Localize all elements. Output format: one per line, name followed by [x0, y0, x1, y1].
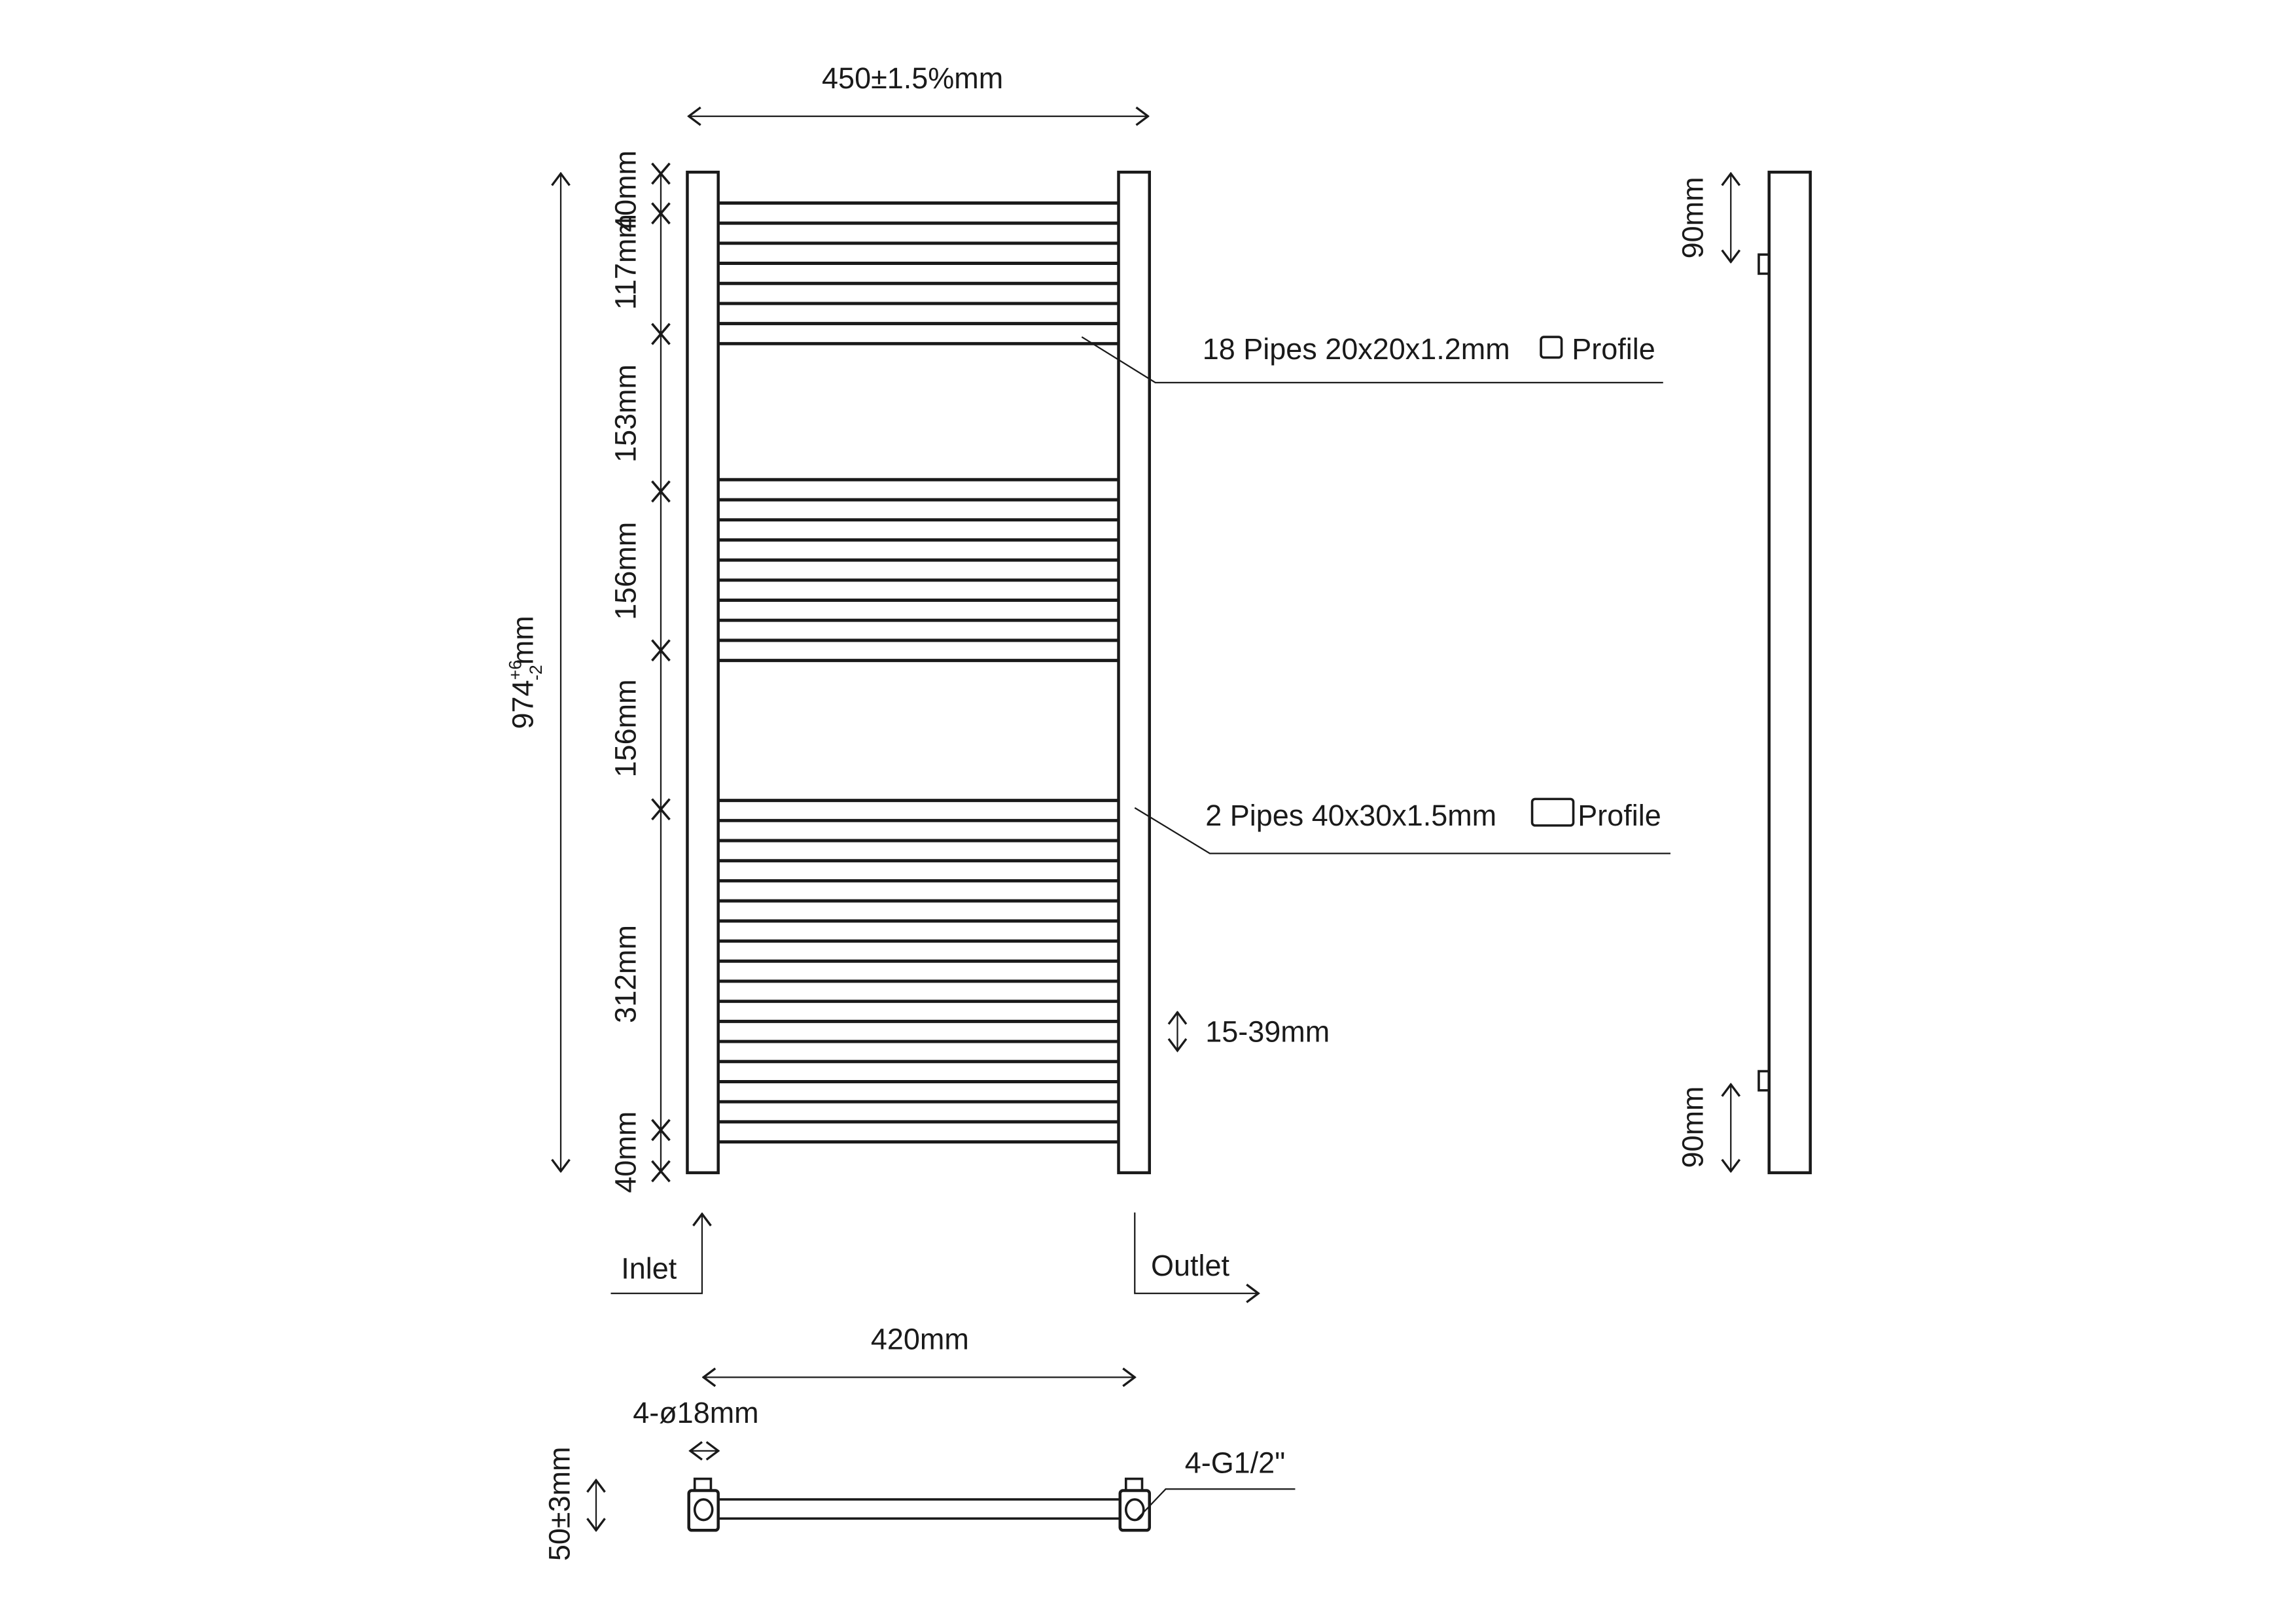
svg-text:974+6-2mm: 974+6-2mm — [505, 616, 545, 729]
segment-ticks — [651, 162, 671, 1183]
callout-leader-large — [1134, 807, 1671, 854]
segment-tick — [651, 639, 671, 662]
gap-label: 15-39mm — [1205, 1015, 1330, 1049]
thread-label: 4-G1/2" — [1185, 1446, 1285, 1480]
valve-stub-right — [1124, 1477, 1144, 1492]
square-profile-icon — [1540, 336, 1563, 359]
seg-bottom-label: 40mm — [609, 1111, 643, 1193]
centres-label: 420mm — [871, 1323, 969, 1356]
bracket-bottom — [1757, 1070, 1771, 1092]
outlet-label: Outlet — [1151, 1249, 1229, 1282]
segment-tick — [651, 1160, 671, 1183]
side-bottom-label: 90mm — [1676, 1087, 1709, 1168]
seg-5-label: 312mm — [609, 925, 643, 1023]
thread-leader — [1135, 1488, 1296, 1521]
width-label: 450±1.5%mm — [822, 61, 1003, 95]
segment-labels: 40mm 117mm 153mm 156mm 156mm 312mm 40mm — [609, 150, 643, 1193]
side-rail — [1767, 170, 1812, 1174]
seg-top-label: 40mm — [609, 150, 643, 232]
left-rail — [686, 170, 720, 1174]
depth-label: 50±3mm — [543, 1446, 576, 1561]
port-hole-right-icon — [1124, 1498, 1145, 1522]
seg-4-label: 156mm — [609, 679, 643, 777]
bracket-top — [1757, 253, 1771, 275]
port-block-right — [1118, 1489, 1151, 1532]
callout-leader-small — [1081, 336, 1663, 383]
side-view: 90mm 90mm — [1676, 170, 1812, 1174]
valve-stub-left — [693, 1477, 713, 1492]
seg-3-label: 156mm — [609, 522, 643, 620]
side-top-label: 90mm — [1676, 177, 1709, 258]
inlet-label: Inlet — [621, 1252, 677, 1285]
segment-tick — [651, 323, 671, 345]
right-rail — [1117, 170, 1151, 1174]
height-label: 974+6-2mm — [505, 616, 545, 729]
callout-small-profile: Profile — [1572, 332, 1655, 366]
seg-2-label: 153mm — [609, 364, 643, 462]
inlet-arrow-icon — [610, 1214, 701, 1295]
seg-1-label: 117mm — [609, 214, 643, 310]
segment-tick — [651, 162, 671, 185]
segment-tick — [651, 798, 671, 821]
segment-tick — [651, 202, 671, 225]
segment-tick — [651, 1119, 671, 1142]
rect-profile-icon — [1530, 797, 1575, 827]
horizontal-bars — [718, 201, 1119, 1144]
hole-dia-label: 4-ø18mm — [633, 1396, 758, 1429]
bottom-view — [687, 1477, 1151, 1532]
callout-large-profile: Profile — [1578, 799, 1661, 832]
front-view — [686, 170, 1151, 1174]
callout-small-pipes: 18 Pipes 20x20x1.2mm — [1203, 332, 1510, 366]
callout-large-pipes: 2 Pipes 40x30x1.5mm — [1205, 799, 1496, 832]
port-block-left — [687, 1489, 720, 1532]
outlet-arrow-icon — [1134, 1212, 1258, 1293]
port-hole-left-icon — [693, 1498, 714, 1522]
segment-tick — [651, 480, 671, 503]
